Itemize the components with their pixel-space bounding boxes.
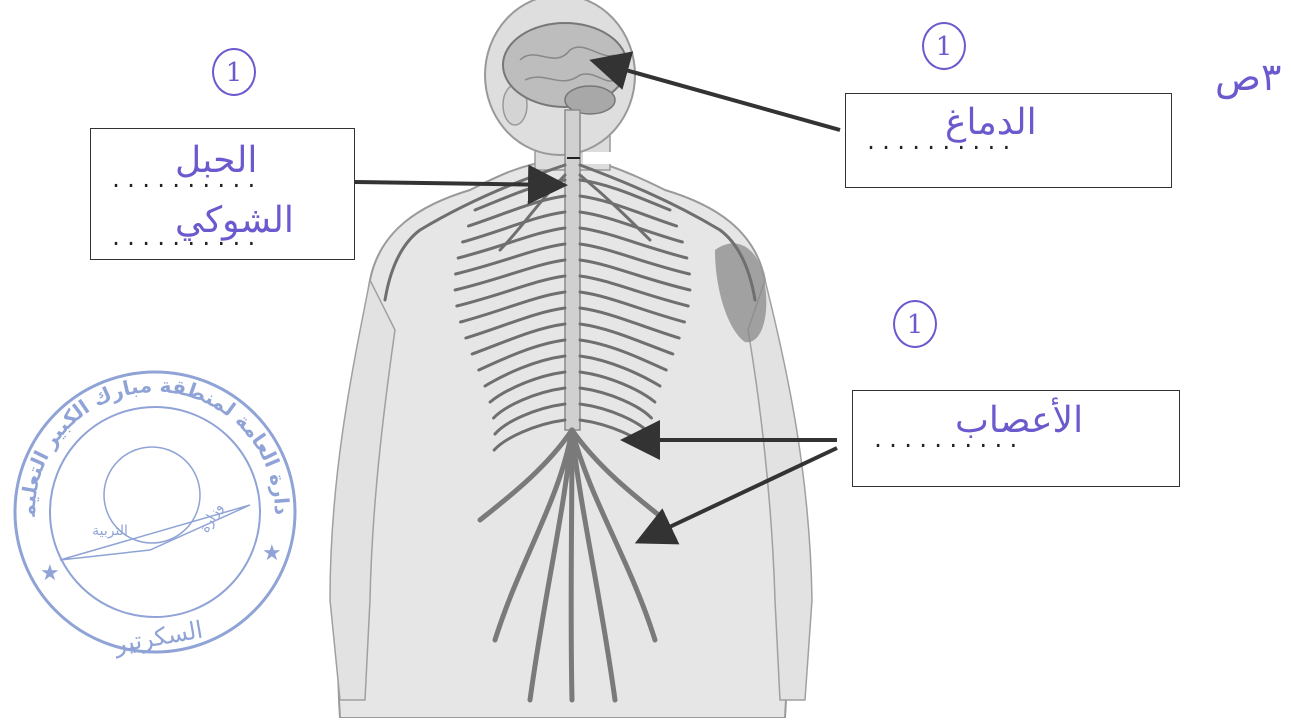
svg-text:★: ★ (262, 541, 282, 566)
school-stamp: الإدارة العامة لمنطقة مبارك الكبير التعل… (0, 0, 295, 659)
answer-brain: الدماغ (945, 102, 1037, 143)
svg-text:★: ★ (40, 561, 60, 586)
grade-mark-corner: ٣ص (1215, 55, 1281, 99)
answer-nerves: الأعصاب (955, 400, 1083, 441)
grade-mark-middle-right: 1 (893, 300, 937, 348)
answer-spinal-cord-line2: الشوكي (175, 200, 294, 241)
stamp-inner-left-text: التربية (92, 523, 128, 539)
answer-spinal-cord-line1: الحبل (175, 140, 257, 181)
grade-mark-left: 1 (212, 48, 256, 96)
grade-mark-top-right: 1 (922, 22, 966, 70)
